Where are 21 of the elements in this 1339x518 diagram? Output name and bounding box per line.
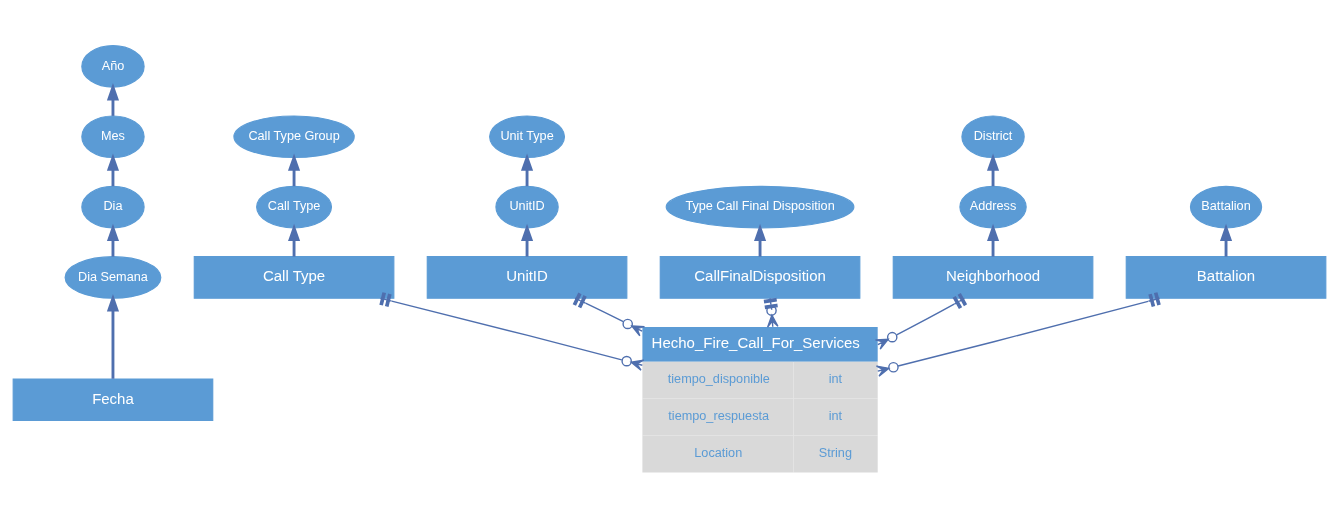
node-box: CallFinalDisposition (659, 256, 861, 299)
node-ellipse: Dia (81, 185, 145, 229)
node-ellipse: District (961, 115, 1025, 159)
node-ellipse: Call Type (256, 185, 333, 229)
node-box: UnitID (426, 256, 628, 299)
node-ellipse: Type Call Final Disposition (665, 185, 855, 229)
node-box: Neighborhood (892, 256, 1094, 299)
connector (874, 293, 968, 350)
node-ellipse: Call Type Group (233, 115, 355, 159)
node-ellipse: Unit Type (489, 115, 566, 159)
node-ellipse: Battalion (1189, 185, 1263, 229)
node-box: Fecha (12, 378, 214, 422)
connector (379, 292, 645, 371)
arrow (106, 294, 120, 379)
connector (763, 297, 779, 328)
node-ellipse: Dia Semana (64, 256, 162, 299)
node-ellipse: Address (959, 185, 1027, 229)
node-ellipse: Mes (81, 115, 145, 159)
node-ellipse: Año (81, 45, 145, 88)
connector (875, 292, 1161, 377)
node-ellipse: UnitID (495, 185, 559, 229)
